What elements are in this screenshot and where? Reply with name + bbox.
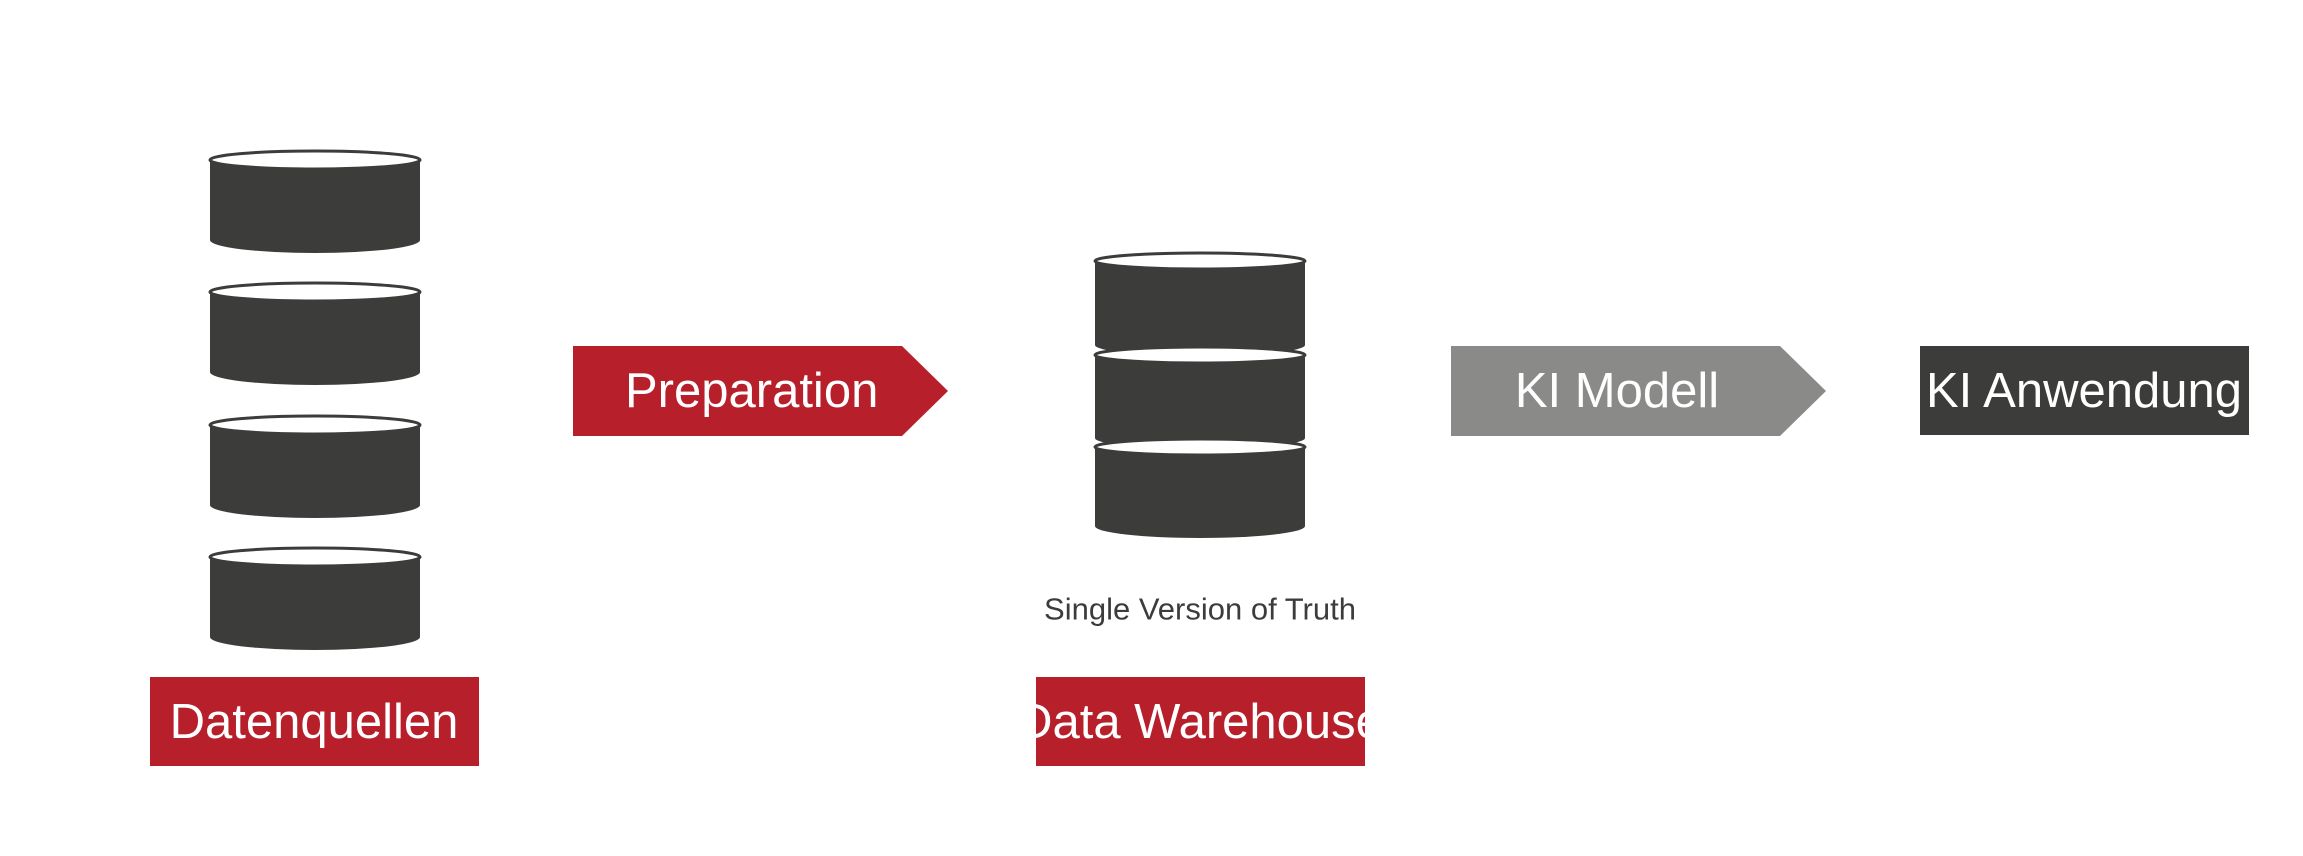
- single-version-caption: Single Version of Truth: [1044, 592, 1356, 627]
- database-disk-icon: [208, 281, 422, 385]
- preparation-arrow: Preparation: [573, 346, 948, 436]
- data-sources-icon: [208, 149, 422, 650]
- ki-anwendung-box: KI Anwendung: [1920, 346, 2249, 435]
- datenquellen-box: Datenquellen: [150, 677, 479, 766]
- ki-anwendung-label: KI Anwendung: [1926, 364, 2242, 418]
- datenquellen-label: Datenquellen: [170, 695, 459, 749]
- ki-modell-label: KI Modell: [1515, 364, 1719, 418]
- database-disk-icon: [208, 149, 422, 253]
- database-disk-icon: [208, 546, 422, 650]
- database-disk-icon: [208, 414, 422, 518]
- data-warehouse-icon: [1093, 251, 1307, 538]
- data-warehouse-label: Data Warehouse: [1017, 695, 1383, 749]
- ki-modell-arrow: KI Modell: [1451, 346, 1826, 436]
- preparation-label: Preparation: [625, 364, 878, 418]
- data-warehouse-box: Data Warehouse: [1017, 677, 1383, 766]
